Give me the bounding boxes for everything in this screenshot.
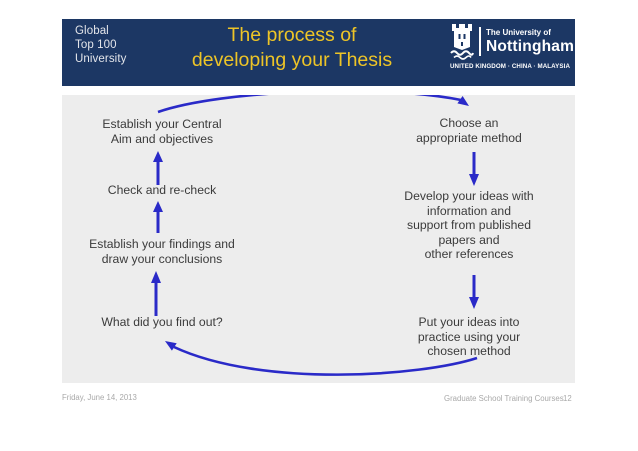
node-check: Check and re-check bbox=[107, 183, 217, 197]
node-develop: Develop your ideas with information and … bbox=[404, 189, 534, 262]
footer-date: Friday, June 14, 2013 bbox=[62, 393, 137, 402]
node-central-aim: Establish your Central Aim and objective… bbox=[102, 117, 222, 146]
footer-course-name: Graduate School Training Courses bbox=[444, 394, 564, 403]
logo-divider bbox=[479, 27, 481, 56]
header-banner: Global Top 100 University The process of… bbox=[62, 19, 575, 86]
node-findings: Establish your findings and draw your co… bbox=[89, 237, 235, 266]
logo-wordmark: The University of Nottingham bbox=[486, 28, 574, 56]
diagram-canvas: Establish your Central Aim and objective… bbox=[62, 95, 575, 383]
node-find-out: What did you find out? bbox=[101, 315, 223, 329]
castle-icon bbox=[450, 24, 474, 60]
slide-title: The process of developing your Thesis bbox=[191, 24, 393, 71]
arrow-up-check-to-aim bbox=[153, 151, 163, 185]
arrow-down-develop-to-practice bbox=[469, 275, 479, 309]
node-method: Choose an appropriate method bbox=[416, 116, 522, 145]
arc-top-aim-to-method bbox=[157, 95, 469, 114]
logo-campuses: UNITED KINGDOM · CHINA · MALAYSIA bbox=[449, 63, 571, 70]
footer-page-number: 12 bbox=[563, 394, 572, 403]
arrow-up-findout-to-findings bbox=[151, 271, 161, 316]
arrow-down-method-to-develop bbox=[469, 152, 479, 186]
logo-name: Nottingham bbox=[486, 38, 575, 55]
logo-prefix: The University of bbox=[486, 28, 551, 37]
node-practice: Put your ideas into practice using your … bbox=[417, 315, 521, 359]
global-top100-badge: Global Top 100 University bbox=[75, 25, 127, 65]
arrow-up-findings-to-check bbox=[153, 201, 163, 233]
